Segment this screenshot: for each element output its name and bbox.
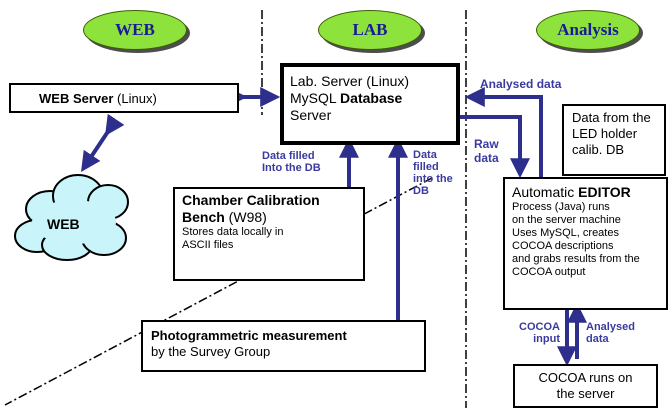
label-raw-data: Raw data (474, 137, 499, 165)
editor-line2: on the server machine (512, 214, 621, 226)
led-db-box: Data from the LED holder calib. DB (562, 104, 666, 176)
web-server-title: WEB Server (39, 91, 114, 106)
chamber-bench-desc-2: ASCII files (182, 239, 234, 251)
arrow-analysed-data-top (464, 87, 543, 178)
label-data-filled-1: Data filled Into the DB (262, 150, 321, 174)
lab-server-box: Lab. Server (Linux) MySQL Database Serve… (280, 63, 460, 145)
lab-server-line1: Lab. Server (Linux) (290, 73, 410, 89)
label-analysed-data-bottom: Analysed data (586, 321, 635, 345)
editor-line1: Process (Java) runs (512, 201, 610, 213)
led-db-line3: calib. DB (572, 142, 625, 157)
web-server-os: (Linux) (113, 91, 157, 106)
photogrammetric-desc: by the Survey Group (151, 344, 271, 359)
chamber-bench-title-2: Bench (W98) (182, 209, 267, 225)
editor-line4: COCOA descriptions (512, 240, 614, 252)
editor-title: Automatic EDITOR (512, 184, 631, 200)
web-header: WEB (83, 10, 187, 50)
photogrammetric-title: Photogrammetric measurement (151, 328, 347, 343)
lab-server-line2: MySQL Database (290, 90, 403, 106)
cloud-shape (14, 174, 129, 261)
led-db-line1: Data from the (572, 110, 651, 125)
cocoa-server-line2: the server (556, 386, 615, 401)
label-analysed-data-top: Analysed data (480, 77, 562, 91)
label-data-filled-2: Data filled into the DB (413, 149, 453, 197)
led-db-line2: LED holder (572, 126, 638, 141)
editor-line6: COCOA output (512, 266, 586, 278)
cocoa-server-line1: COCOA runs on (538, 370, 633, 385)
photogrammetric-box: Photogrammetric measurement by the Surve… (141, 320, 426, 372)
analysis-header: Analysis (536, 10, 640, 50)
web-header-label: WEB (115, 20, 155, 39)
chamber-bench-box: Chamber Calibration Bench (W98) Stores d… (173, 187, 365, 281)
chamber-bench-title-1: Chamber Calibration (182, 192, 320, 208)
web-server-box: WEB Server (Linux) (9, 83, 239, 113)
web-cloud-label: WEB (47, 216, 80, 232)
arrow-raw-data (459, 115, 530, 179)
editor-line5: and grabs results from the (512, 253, 640, 265)
analysis-header-label: Analysis (557, 20, 619, 39)
arrow-webserver-cloud (81, 113, 125, 172)
cocoa-server-box: COCOA runs on the server (513, 364, 658, 408)
lab-header: LAB (318, 10, 422, 50)
chamber-bench-desc-1: Stores data locally in (182, 226, 284, 238)
editor-line3: Uses MySQL, creates (512, 227, 619, 239)
lab-server-line3: Server (290, 107, 332, 123)
lab-header-label: LAB (352, 20, 388, 39)
label-cocoa-input: COCOA input (519, 321, 560, 345)
editor-box: Automatic EDITOR Process (Java) runs on … (503, 177, 668, 310)
